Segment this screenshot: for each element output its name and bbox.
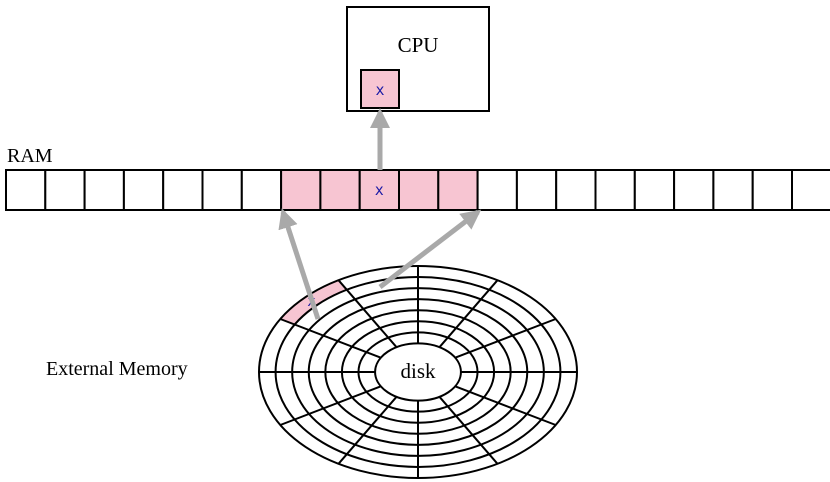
ram-array: x xyxy=(5,169,830,211)
ram-cell-loaded xyxy=(319,169,361,211)
disk-track xyxy=(258,265,578,479)
ram-cell xyxy=(673,169,715,211)
disk-to-ram-left-arrow xyxy=(278,208,321,320)
cpu-box: CPU x xyxy=(346,6,490,112)
disk-track xyxy=(357,331,479,413)
disk-sector-line xyxy=(337,279,398,348)
disk-sector-line xyxy=(438,279,499,348)
ram-cell xyxy=(240,169,283,211)
disk-sector-line xyxy=(279,318,382,359)
disk-sector-line xyxy=(454,318,557,359)
disk-track xyxy=(324,309,512,435)
cpu-label: CPU xyxy=(398,33,439,57)
ram-cell xyxy=(122,169,165,211)
cpu-register-marker: x xyxy=(375,81,384,99)
disk: x xyxy=(258,265,578,479)
disk-sector-line xyxy=(438,396,499,465)
ram-cell xyxy=(476,169,518,211)
ram-cell-loaded xyxy=(280,169,322,211)
ram-cell xyxy=(594,169,636,211)
ram-label: RAM xyxy=(7,145,53,167)
disk-to-ram-right-arrow xyxy=(378,209,482,289)
disk-sector-line xyxy=(337,396,398,465)
ram-cell xyxy=(162,169,204,211)
ram-cell xyxy=(555,169,597,211)
ram-cell xyxy=(791,169,830,211)
ram-cell xyxy=(712,169,754,211)
disk-sector-line xyxy=(454,385,557,426)
ram-cell xyxy=(515,169,558,211)
ram-cell xyxy=(633,169,676,211)
external-memory-label: External Memory xyxy=(46,358,188,380)
ram-cell xyxy=(5,169,47,211)
disk-label: disk xyxy=(400,359,436,383)
disk-sector-line xyxy=(279,385,382,426)
ram-cell-marker: x xyxy=(375,181,384,199)
ram-cell xyxy=(44,169,86,211)
disk-track xyxy=(274,276,562,468)
ram-cell xyxy=(83,169,125,211)
disk-hub xyxy=(374,342,462,402)
disk-track xyxy=(307,298,529,446)
ram-cell xyxy=(201,169,243,211)
ram-cell-loaded xyxy=(398,169,440,211)
ram-cell xyxy=(751,169,794,211)
disk-track xyxy=(291,287,545,457)
ram-cell-loaded xyxy=(437,169,479,211)
data-flow-arrows xyxy=(278,108,482,320)
disk-track xyxy=(340,320,496,424)
